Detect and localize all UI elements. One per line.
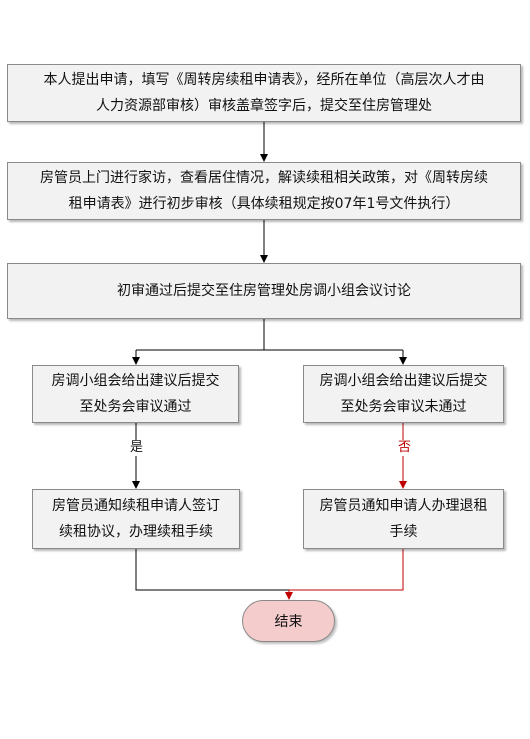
step-renew-lease-line1: 房管员通知续租申请人签订 — [52, 498, 220, 514]
step-submit-application-line2: 人力资源部审核）审核盖章签字后，提交至住房管理处 — [96, 98, 432, 114]
step-return-housing: 房管员通知申请人办理退租 手续 — [303, 489, 504, 549]
decision-rejected-line2: 至处务会审议未通过 — [340, 399, 467, 415]
step-committee-discussion-text: 初审通过后提交至住房管理处房调小组会议讨论 — [117, 283, 411, 299]
step-committee-discussion: 初审通过后提交至住房管理处房调小组会议讨论 — [7, 263, 521, 319]
step-return-housing-line1: 房管员通知申请人办理退租 — [319, 498, 488, 514]
decision-approved-line1: 房调小组会给出建议后提交 — [51, 373, 220, 389]
step-renew-lease-line2: 续租协议，办理续租手续 — [59, 524, 213, 540]
line-return-to-merge — [289, 549, 404, 591]
step-submit-application: 本人提出申请，填写《周转房续租申请表》，经所在单位（高层次人才由 人力资源部审核… — [7, 64, 521, 122]
no-label: 否 — [396, 440, 414, 456]
decision-approved: 房调小组会给出建议后提交 至处务会审议通过 — [32, 365, 239, 423]
step-return-housing-line2: 手续 — [389, 524, 418, 540]
step-home-visit-review-line2: 租申请表》进行初步审核（具体续租规定按07年1号文件执行） — [68, 196, 460, 212]
yes-label: 是 — [128, 440, 146, 456]
line-renew-to-merge — [135, 549, 289, 591]
end-terminator: 结束 — [242, 600, 335, 642]
step-submit-application-line1: 本人提出申请，填写《周转房续租申请表》，经所在单位（高层次人才由 — [43, 72, 485, 88]
step-home-visit-review-line1: 房管员上门进行家访，查看居住情况，解读续租相关政策，对《周转房续 — [40, 170, 488, 186]
decision-rejected: 房调小组会给出建议后提交 至处务会审议未通过 — [303, 365, 504, 423]
step-home-visit-review: 房管员上门进行家访，查看居住情况，解读续租相关政策，对《周转房续 租申请表》进行… — [7, 162, 521, 220]
decision-rejected-line1: 房调小组会给出建议后提交 — [319, 373, 488, 389]
end-label: 结束 — [274, 614, 303, 630]
step-renew-lease: 房管员通知续租申请人签订 续租协议，办理续租手续 — [32, 489, 240, 549]
decision-approved-line2: 至处务会审议通过 — [79, 399, 192, 415]
